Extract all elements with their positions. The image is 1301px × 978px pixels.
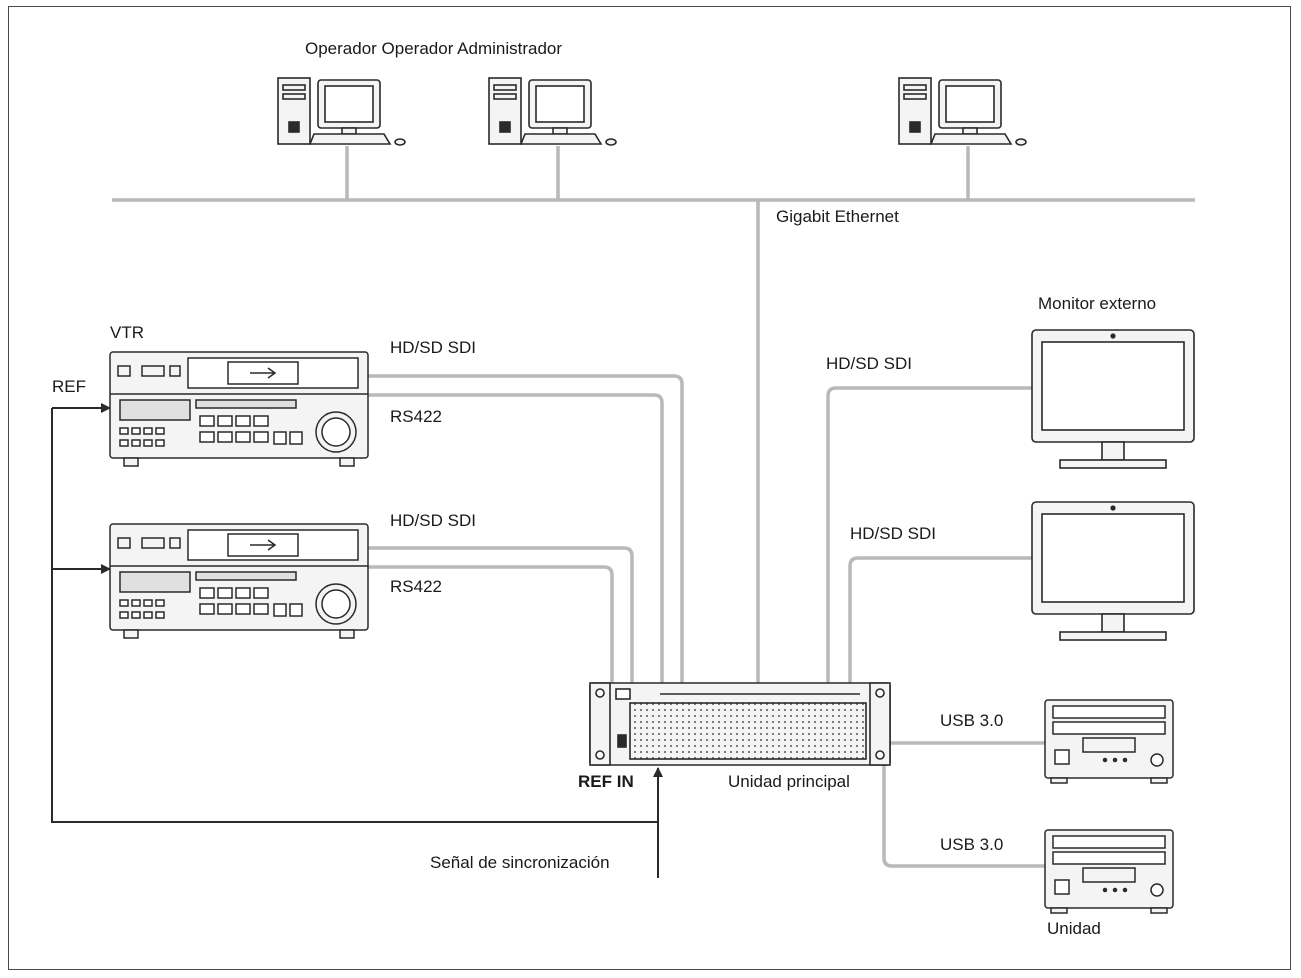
vtr2-sdi-label: HD/SD SDI	[390, 511, 476, 530]
monitor-icon	[1031, 501, 1195, 641]
monitor1-sdi-label: HD/SD SDI	[826, 354, 912, 373]
usb2-label: USB 3.0	[940, 835, 1004, 854]
monitor-title-label: Monitor externo	[1038, 294, 1157, 313]
monitor2-sdi-label: HD/SD SDI	[850, 524, 936, 543]
operators-label: Operador Operador Administrador	[305, 39, 563, 58]
external-monitor-1	[1031, 329, 1195, 469]
vtr1-sdi-cable	[368, 374, 684, 683]
desktop-computer-icon	[488, 77, 617, 146]
vtr1-rs422-cable	[368, 393, 664, 683]
desktop-computer-icon	[898, 77, 1027, 146]
ref-loop-line	[51, 408, 658, 823]
sync-label: Señal de sincronización	[430, 853, 610, 872]
computer-operator-1	[277, 77, 406, 146]
vtr-deck-2	[109, 523, 369, 639]
usb2-cable	[882, 763, 1045, 868]
vtr2-rs422-cable	[368, 565, 614, 683]
monitor-icon	[1031, 329, 1195, 469]
vtr2-rs422-label: RS422	[390, 577, 442, 596]
vtr-deck-icon	[109, 351, 369, 467]
drive-unit-1	[1044, 699, 1174, 784]
vtr2-sdi-cable	[368, 546, 634, 683]
monitor1-sdi-cable	[826, 386, 1032, 683]
computer-administrator	[898, 77, 1027, 146]
vtr-label: VTR	[110, 323, 144, 342]
ref-label: REF	[52, 377, 86, 396]
vtr-deck-icon	[109, 523, 369, 639]
external-monitor-2	[1031, 501, 1195, 641]
vtr1-sdi-label: HD/SD SDI	[390, 338, 476, 357]
rack-server-icon	[589, 682, 891, 766]
cables	[112, 146, 1195, 868]
main-unit	[589, 682, 891, 766]
ref-lines	[51, 403, 663, 878]
ref-in-label: REF IN	[578, 772, 634, 791]
drive-unit-label: Unidad	[1047, 919, 1101, 938]
usb1-label: USB 3.0	[940, 711, 1004, 730]
drive-unit-2	[1044, 829, 1174, 914]
disc-drive-icon	[1044, 829, 1174, 914]
monitor2-sdi-cable	[848, 556, 1032, 683]
diagram-frame	[8, 6, 1291, 970]
disc-drive-icon	[1044, 699, 1174, 784]
main-unit-label: Unidad principal	[728, 772, 850, 791]
network-label: Gigabit Ethernet	[776, 207, 899, 226]
desktop-computer-icon	[277, 77, 406, 146]
vtr-deck-1	[109, 351, 369, 467]
computer-operator-2	[488, 77, 617, 146]
vtr1-rs422-label: RS422	[390, 407, 442, 426]
